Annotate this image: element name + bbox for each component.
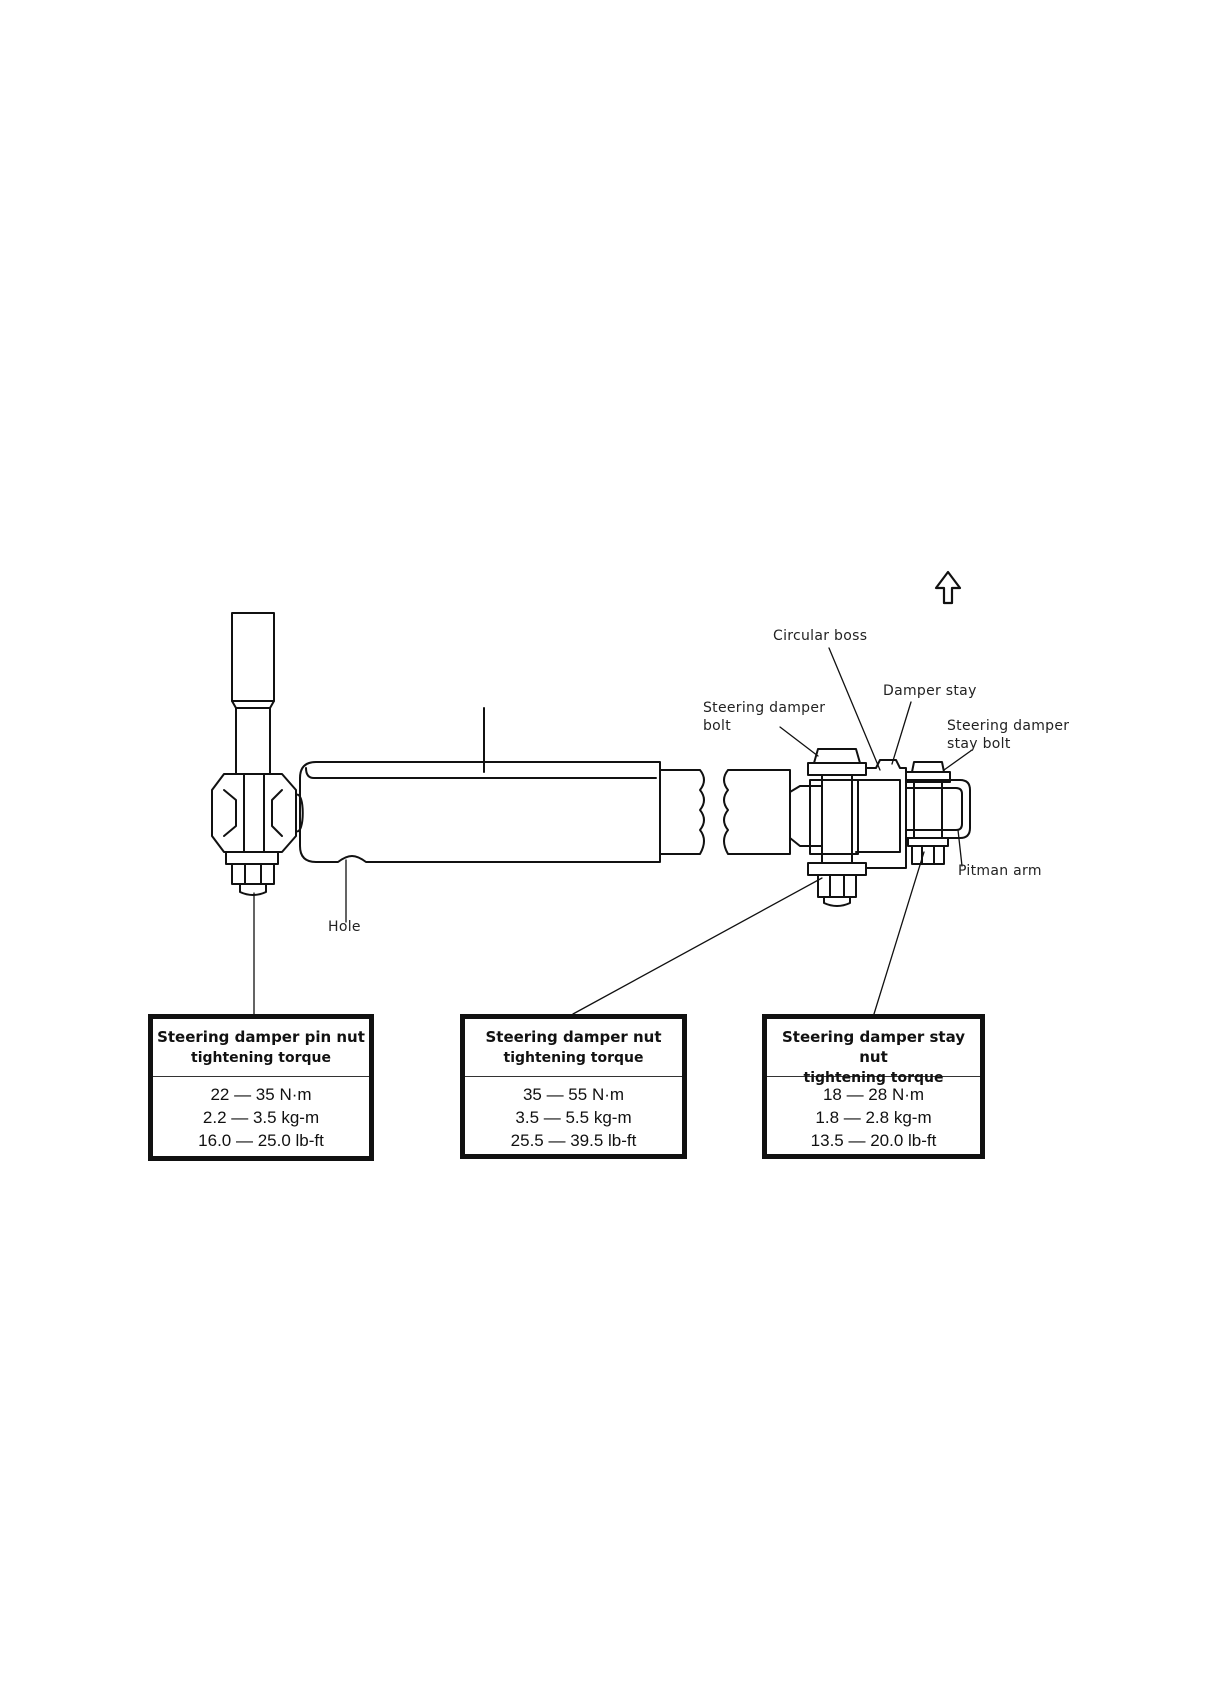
- torque-subtitle: tightening torque: [191, 1050, 331, 1066]
- torque-title: Steering damper pin nut: [157, 1028, 365, 1046]
- piston-rod: [659, 769, 791, 855]
- damper-body: [299, 707, 661, 863]
- torque-title: Steering damper stay nut: [781, 1028, 966, 1066]
- torque-value-nm: 18 — 28 N·m: [822, 1085, 925, 1104]
- damper-stay: [855, 759, 907, 869]
- torque-box-damper-nut: Steering damper nut tightening torque 35…: [460, 1014, 687, 1159]
- up-arrow-icon: [934, 570, 962, 605]
- label-pitman-arm: Pitman arm: [958, 863, 1042, 879]
- label-circular-boss: Circular boss: [773, 628, 868, 644]
- label-steering-damper-bolt-line1: Steering damper: [703, 700, 826, 716]
- torque-value-nm: 22 — 35 N·m: [210, 1085, 312, 1104]
- label-damper-stay: Damper stay: [883, 683, 977, 699]
- label-steering-damper-stay-bolt: Steering damper stay bolt: [947, 717, 1069, 753]
- damper-pin: [231, 612, 275, 775]
- torque-values: 22 — 35 N·m 2.2 — 3.5 kg-m 16.0 — 25.0 l…: [153, 1077, 369, 1152]
- label-steering-damper-bolt: Steering damper bolt: [703, 699, 825, 735]
- torque-box-stay-nut: Steering damper stay nut tightening torq…: [762, 1014, 985, 1159]
- torque-subtitle: tightening torque: [803, 1070, 944, 1086]
- torque-value-lbft: 16.0 — 25.0 lb-ft: [198, 1131, 324, 1150]
- torque-box-header: Steering damper stay nut tightening torq…: [767, 1019, 980, 1086]
- stay-bolt: [905, 761, 951, 865]
- damper-eye-right: [789, 779, 859, 855]
- label-steering-damper-stay-bolt-line2: stay bolt: [947, 736, 1011, 752]
- torque-subtitle: tightening torque: [503, 1050, 644, 1066]
- torque-value-kgm: 2.2 — 3.5 kg-m: [202, 1108, 320, 1127]
- torque-values: 35 — 55 N·m 3.5 — 5.5 kg-m 25.5 — 39.5 l…: [465, 1077, 682, 1152]
- torque-box-pin-nut: Steering damper pin nut tightening torqu…: [148, 1014, 374, 1161]
- label-steering-damper-bolt-line2: bolt: [703, 718, 732, 734]
- torque-box-header: Steering damper nut tightening torque: [465, 1019, 682, 1077]
- torque-value-lbft: 13.5 — 20.0 lb-ft: [810, 1131, 937, 1150]
- torque-value-kgm: 3.5 — 5.5 kg-m: [515, 1108, 632, 1127]
- label-hole: Hole: [328, 919, 361, 935]
- torque-box-header: Steering damper pin nut tightening torqu…: [153, 1019, 369, 1077]
- leader-lines: [253, 647, 973, 1015]
- torque-title: Steering damper nut: [485, 1028, 662, 1046]
- torque-value-nm: 35 — 55 N·m: [522, 1085, 625, 1104]
- label-steering-damper-stay-bolt-line1: Steering damper: [947, 718, 1070, 734]
- pin-nut: [225, 851, 279, 896]
- damper-eye-left: [211, 773, 304, 853]
- torque-value-lbft: 25.5 — 39.5 lb-ft: [510, 1131, 637, 1150]
- torque-value-kgm: 1.8 — 2.8 kg-m: [815, 1108, 932, 1127]
- pitman-arm: [905, 779, 971, 839]
- torque-values: 18 — 28 N·m 1.8 — 2.8 kg-m 13.5 — 20.0 l…: [767, 1077, 980, 1152]
